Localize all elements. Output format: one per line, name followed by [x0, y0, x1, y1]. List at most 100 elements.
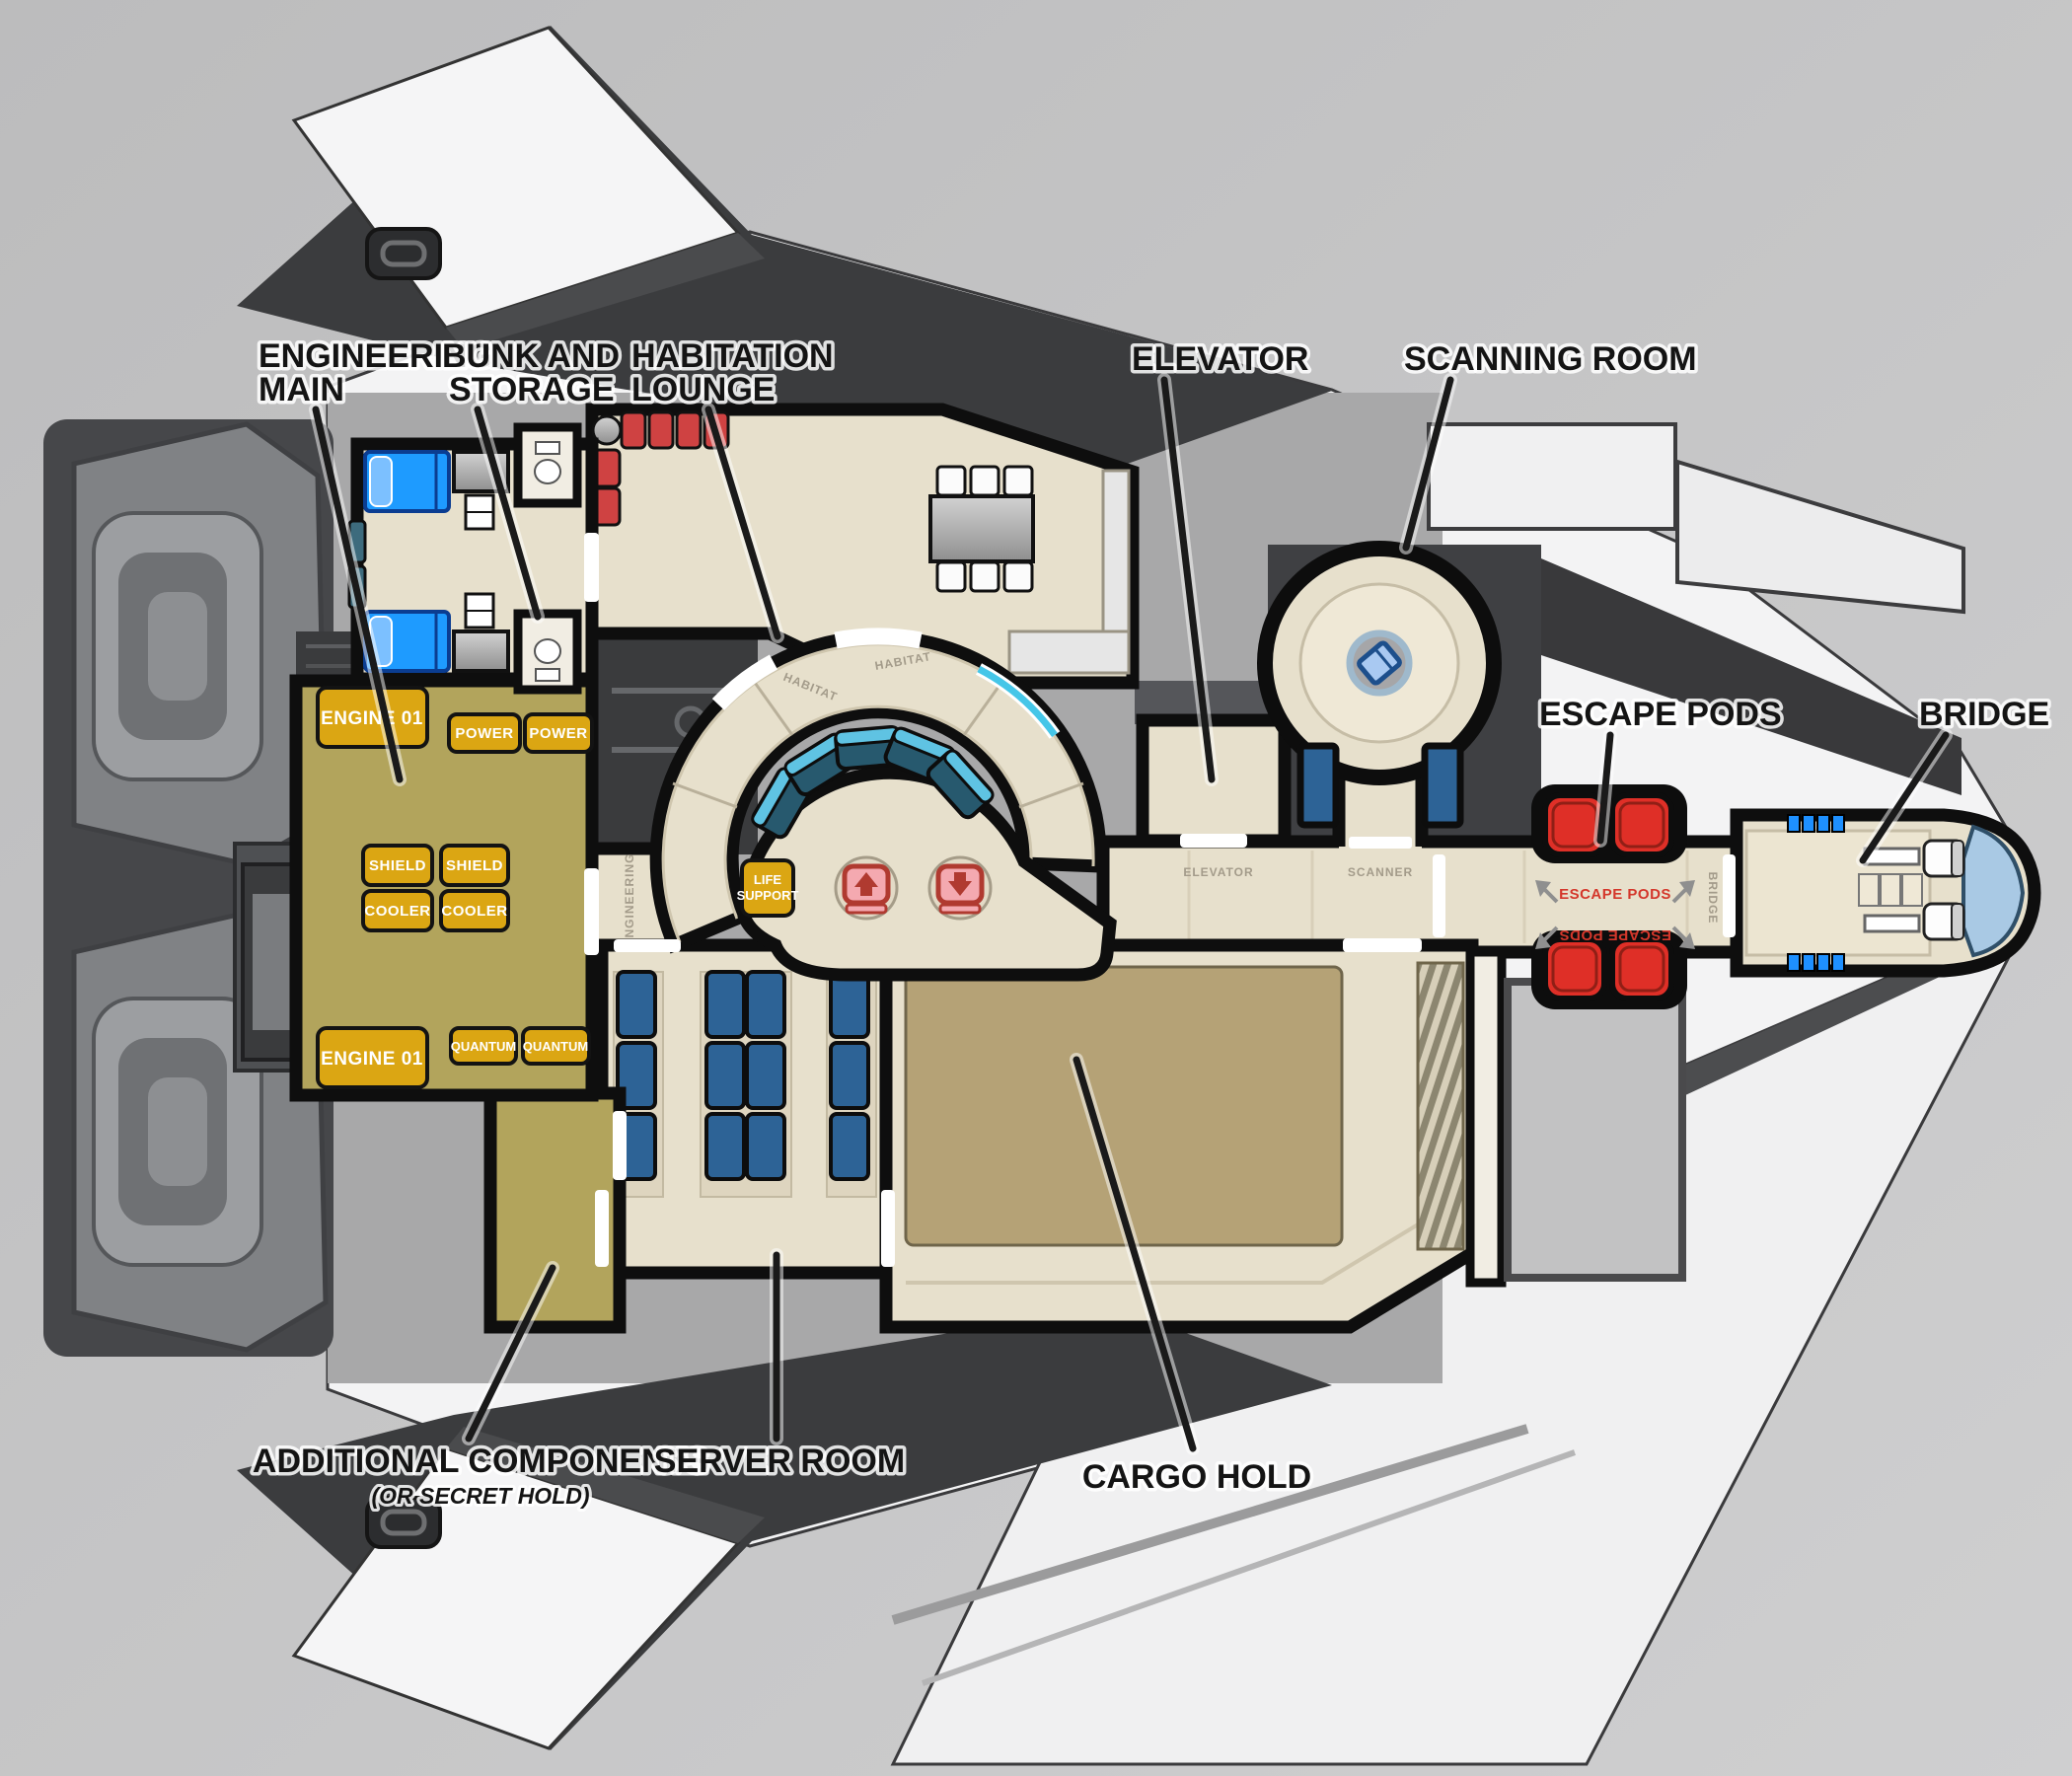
component-label: SHIELD: [446, 857, 503, 874]
hull-wing-upper-left-edge: [446, 233, 765, 349]
hull-wing-seam-2: [921, 1449, 1577, 1686]
sign-arrowhead: [1679, 932, 1695, 949]
escape-pod: [1542, 936, 1607, 1001]
hull-slab-right: [1541, 558, 1961, 795]
red-seat: [620, 410, 647, 450]
component-label: POWER: [529, 725, 587, 742]
arch-segment-line: [672, 781, 738, 809]
dining-chair: [1002, 465, 1034, 497]
starboard-corridor-strip: [1465, 947, 1507, 1288]
pillow: [369, 456, 393, 507]
engine-nozzle-top-vent: [148, 592, 207, 701]
label-escape-pods: ESCAPE PODS: [1539, 696, 1782, 733]
storage-locker-bottom: [452, 629, 510, 673]
hull-box-top-right-2: [1675, 459, 1965, 615]
arch-door-left: [711, 654, 778, 710]
elevator-pad-up: [834, 855, 899, 921]
label-additional-components-1: ADDITIONAL COMPONENTS: [253, 1443, 708, 1480]
arch-segment-line: [962, 679, 1005, 736]
dining-chair: [935, 465, 967, 497]
habitat-lobby: LIFE SUPPORT: [737, 724, 1117, 982]
hull-handle-top: [365, 227, 442, 280]
elevator-pad-down: [927, 855, 993, 921]
door-server-right: [881, 1190, 895, 1267]
label-habitation-lounge-1: HABITATION: [631, 337, 834, 375]
scanning-room: [1257, 541, 1502, 851]
arch-window-cyan: [977, 665, 1058, 738]
server-rack: [704, 1112, 746, 1181]
label-additional-components-2: (OR SECRET HOLD): [371, 1483, 589, 1509]
escape-pod-bay: ESCAPE PODS ESCAPE PODS: [1531, 784, 1695, 1009]
arch-door-top: [834, 628, 923, 649]
sign-arrowhead: [1679, 880, 1695, 897]
component-label: ENGINE 01: [321, 708, 423, 729]
up-arrow-icon: [854, 872, 878, 896]
pilot-seat: [1922, 839, 1965, 878]
cargo-hold: [879, 938, 1479, 1334]
server-rack: [616, 970, 657, 1039]
bridge-display-strip-top: [1787, 814, 1845, 833]
leader-cargo-hold: [1073, 1056, 1197, 1452]
red-seat: [675, 410, 703, 450]
door-corridor-mid: [1433, 854, 1445, 937]
server-rack: [704, 1041, 746, 1110]
arch-segment-line: [751, 679, 794, 736]
toilet-bowl: [534, 638, 561, 664]
component-box-life-support: LIFE SUPPORT: [737, 858, 798, 918]
label-bridge: BRIDGE: [1919, 696, 2049, 733]
server-rack: [829, 970, 870, 1039]
server-rack: [829, 1041, 870, 1110]
dining-chair: [969, 560, 1000, 593]
cargo-pad: [904, 965, 1344, 1247]
label-elevator: ELEVATOR: [1132, 340, 1308, 378]
bridge: [1730, 808, 2041, 978]
leader-lines: [309, 373, 1953, 1455]
component-box-engine-fore: ENGINE 01: [316, 686, 429, 749]
server-rack: [745, 1112, 786, 1181]
engineering-main-room: ENGINE 01 POWER POWER SHIELD SHIELD COOL…: [289, 674, 599, 1102]
component-box-cooler-1: COOLER: [361, 889, 434, 932]
leader-habitation-lounge: [704, 406, 781, 640]
arch-corridor: [649, 629, 1107, 954]
toilet-tank: [535, 668, 560, 682]
hull-wing-seam-1: [891, 1424, 1529, 1625]
habitat-arch: HABITAT HABITAT: [649, 628, 1107, 954]
corridor-label-engineering: ENGINEERING: [623, 852, 636, 946]
server-rack: [829, 1112, 870, 1181]
component-box-quantum-2: QUANTUM: [521, 1026, 591, 1066]
pilot-seat: [1922, 902, 1965, 941]
sign-arrowhead: [1535, 880, 1551, 897]
component-box-engine-aft: ENGINE 01: [316, 1026, 429, 1089]
corridor-label-scanner: SCANNER: [1348, 865, 1413, 879]
server-rack: [616, 1041, 657, 1110]
dining-chair: [969, 465, 1000, 497]
component-label: COOLER: [364, 903, 430, 920]
label-engineering-main-2: MAIN: [259, 371, 344, 408]
arch-segment-line: [1018, 781, 1084, 809]
dining-set: [928, 465, 1035, 593]
arch-inner-line: [723, 704, 1033, 920]
label-bunk-storage-2: STORAGE: [449, 371, 615, 408]
cargo-apron-line: [906, 1214, 1435, 1285]
component-label: POWER: [455, 725, 513, 742]
component-label: QUANTUM: [523, 1039, 588, 1054]
hull-handle-bottom: [365, 1496, 442, 1549]
escape-pod: [1609, 792, 1674, 857]
door-server-left: [595, 1190, 609, 1267]
server-rack: [745, 970, 786, 1039]
door-elevator-room: [1180, 834, 1247, 848]
component-box-shield-2: SHIELD: [439, 844, 510, 887]
down-arrow-icon: [948, 872, 972, 896]
toilet-bowl: [534, 459, 561, 484]
hull-wing-bottom-left-edge: [446, 1427, 765, 1543]
bed-top: [363, 450, 451, 513]
door-bunk-lounge: [584, 533, 599, 602]
leader-escape-pods: [1596, 731, 1614, 845]
component-label: LIFE: [754, 872, 781, 887]
bridge-center-console: [1901, 873, 1923, 907]
door-corridor-cargo: [1343, 938, 1422, 952]
bunk-room: [347, 422, 599, 695]
label-habitation-lounge-2: LOUNGE: [631, 371, 775, 408]
lounge-counter-vertical: [1101, 469, 1131, 636]
